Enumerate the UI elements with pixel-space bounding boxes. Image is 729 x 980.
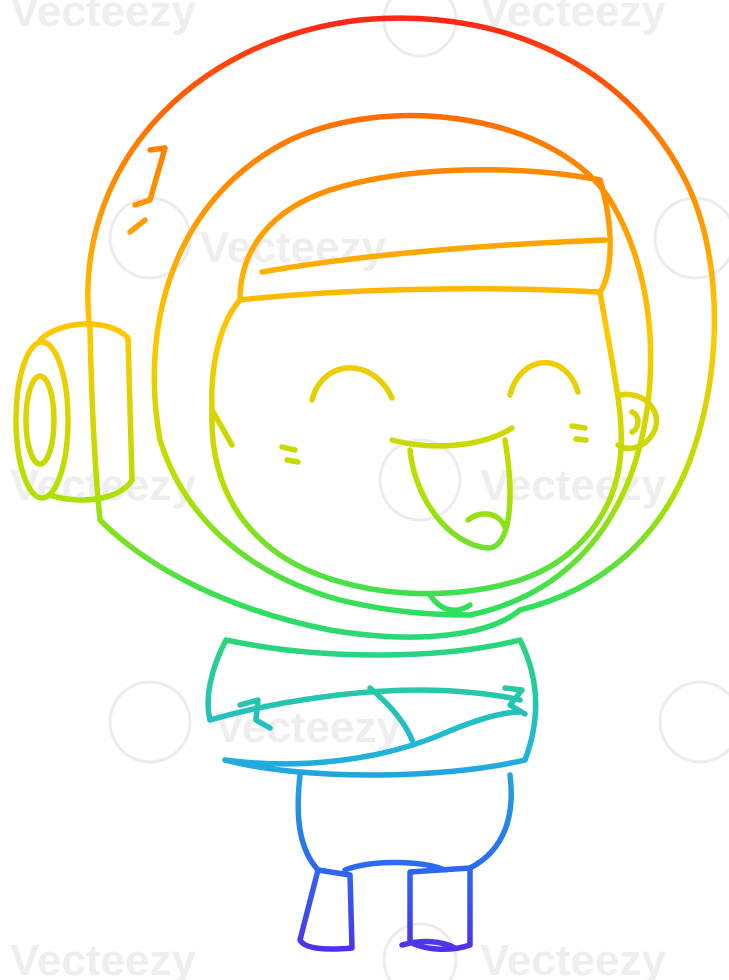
vecteezy-v-logo-icon bbox=[382, 0, 458, 58]
left-boot bbox=[297, 867, 355, 952]
hair-top bbox=[237, 167, 613, 303]
right-boot-inner bbox=[399, 938, 458, 951]
face-ear-inner bbox=[629, 409, 641, 435]
right-hand bbox=[502, 685, 528, 717]
vecteezy-v-logo-icon bbox=[108, 196, 192, 280]
face-outline bbox=[209, 289, 625, 597]
helmet-left-back bbox=[87, 327, 103, 523]
hair-side bbox=[209, 297, 243, 448]
vecteezy-v-logo-icon bbox=[382, 922, 458, 980]
mouth-upper bbox=[389, 425, 515, 449]
watermark-text: Vecteezy bbox=[10, 936, 196, 980]
torso-left bbox=[205, 637, 229, 723]
ear-piece-inner bbox=[23, 373, 57, 467]
vecteezy-v-logo-icon bbox=[108, 680, 192, 764]
watermark-text: Vecteezy bbox=[480, 0, 666, 36]
hair-fringe bbox=[237, 285, 603, 303]
helmet-highlight bbox=[127, 217, 148, 235]
waist-line bbox=[222, 757, 528, 778]
watermark-text: Vecteezy bbox=[200, 223, 386, 272]
right-cheek-mark bbox=[573, 436, 589, 443]
chin-mark bbox=[427, 592, 473, 613]
hair-band bbox=[259, 237, 608, 275]
leg-left bbox=[295, 772, 321, 873]
watermark-text: Vecteezy bbox=[480, 936, 666, 980]
left-cheek-mark bbox=[279, 444, 298, 453]
right-boot bbox=[407, 865, 473, 952]
collar bbox=[223, 637, 523, 658]
arm-lower bbox=[222, 709, 523, 767]
watermark-text: Vecteezy bbox=[10, 461, 196, 510]
mouth-open bbox=[407, 437, 513, 551]
ear-piece-housing bbox=[37, 321, 135, 503]
vecteezy-v-logo-icon bbox=[378, 438, 462, 522]
right-cheek-mark bbox=[569, 423, 588, 431]
left-cheek-mark bbox=[284, 457, 301, 465]
tongue bbox=[465, 511, 508, 531]
vecteezy-v-logo-icon bbox=[658, 680, 729, 764]
helmet-highlight bbox=[132, 145, 168, 208]
helmet-visor-lower bbox=[157, 437, 473, 618]
arm-cross-line bbox=[367, 685, 415, 743]
torso-right bbox=[517, 637, 539, 763]
leg-split bbox=[342, 859, 448, 873]
leg-right bbox=[467, 772, 514, 871]
helmet-outer-shell bbox=[85, 15, 718, 613]
arm-upper bbox=[207, 687, 523, 723]
ear-piece-disc bbox=[13, 339, 71, 501]
vecteezy-v-logo-icon bbox=[653, 196, 729, 280]
face-ear bbox=[615, 391, 660, 452]
watermark-text: Vecteezy bbox=[10, 0, 196, 36]
left-hand bbox=[237, 697, 273, 731]
left-eye bbox=[309, 365, 395, 403]
helmet-lower-rim bbox=[97, 517, 523, 640]
right-eye bbox=[507, 360, 581, 398]
